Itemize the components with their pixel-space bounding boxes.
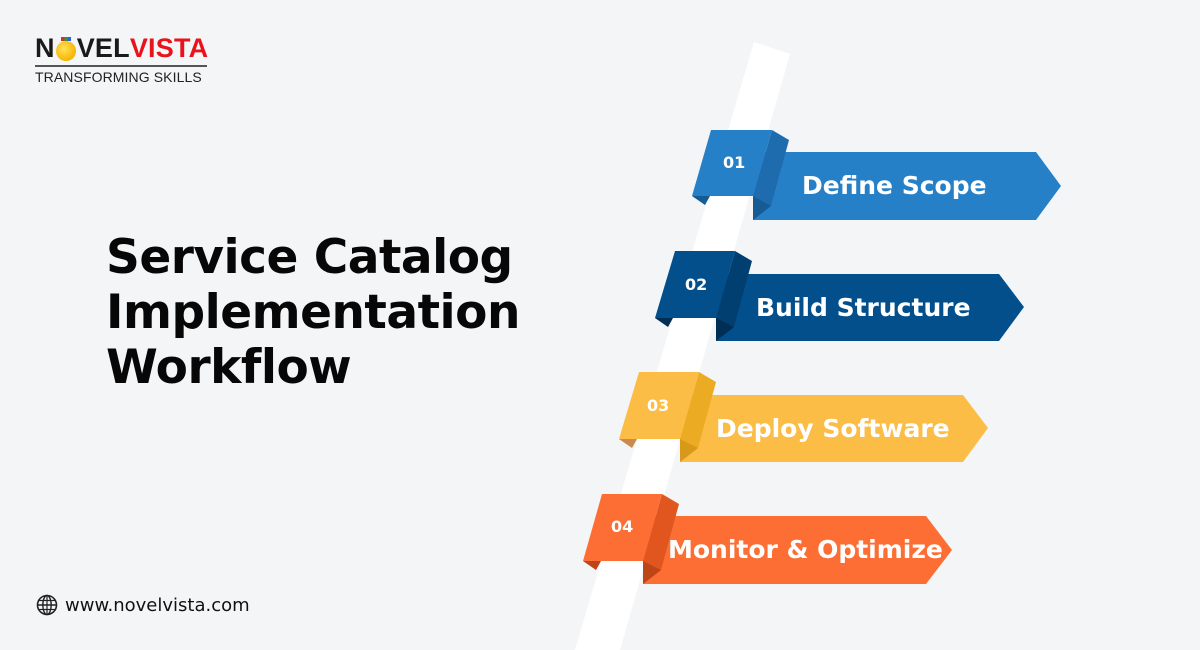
step-4-tail <box>583 561 601 570</box>
step-4-fold-shadow <box>643 561 661 584</box>
step-3-badge <box>619 372 699 439</box>
step-4-number: 04 <box>611 517 633 536</box>
website-link[interactable]: www.novelvista.com <box>36 594 250 616</box>
step-1-fold <box>753 130 789 220</box>
step-1-label: Define Scope <box>802 171 987 200</box>
step-3-number: 03 <box>647 396 669 415</box>
logo-letter-n: N <box>35 33 55 63</box>
step-2-tail <box>655 318 673 327</box>
step-3-label: Deploy Software <box>716 414 950 443</box>
website-url[interactable]: www.novelvista.com <box>65 594 250 616</box>
step-2-label: Build Structure <box>756 293 971 322</box>
logo-tagline: TRANSFORMING SKILLS <box>35 69 202 85</box>
step-4-label: Monitor & Optimize <box>668 535 943 564</box>
logo-wordmark: N VEL VISTA <box>35 34 215 62</box>
step-1-tail <box>692 196 710 205</box>
title-line-2: Implementation <box>106 285 520 340</box>
step-2-banner <box>716 274 1024 341</box>
title-line-3: Workflow <box>106 340 352 395</box>
step-3-banner <box>680 395 988 462</box>
step-3-fold <box>680 372 716 462</box>
lightbulb-icon <box>55 37 76 62</box>
logo-divider <box>35 65 207 67</box>
workflow-step-3: 03 Deploy Software <box>619 372 988 462</box>
step-1-number: 01 <box>723 153 745 172</box>
step-2-fold-shadow <box>716 318 734 341</box>
step-4-banner <box>643 516 952 584</box>
step-4-badge <box>583 494 662 561</box>
workflow-step-4: 04 Monitor & Optimize <box>583 494 952 584</box>
step-3-fold-shadow <box>680 439 698 462</box>
step-2-badge <box>655 251 735 318</box>
logo-text-vista: VISTA <box>129 33 209 63</box>
step-1-fold-shadow <box>753 196 771 220</box>
workflow-step-2: 02 Build Structure <box>655 251 1024 341</box>
step-2-fold <box>716 251 752 341</box>
title-line-1: Service Catalog <box>106 230 513 285</box>
logo-text-vel: VEL <box>76 33 130 63</box>
step-1-banner <box>753 152 1061 220</box>
step-2-number: 02 <box>685 275 707 294</box>
workflow-step-1: 01 Define Scope <box>692 130 1061 220</box>
globe-icon <box>36 594 58 616</box>
page-title: Service Catalog Implementation Workflow <box>106 230 520 395</box>
step-4-fold <box>643 494 679 584</box>
novelvista-logo: N VEL VISTA TRANSFORMING SKILLS <box>35 34 215 85</box>
step-3-tail <box>619 439 637 448</box>
step-1-badge <box>692 130 772 196</box>
